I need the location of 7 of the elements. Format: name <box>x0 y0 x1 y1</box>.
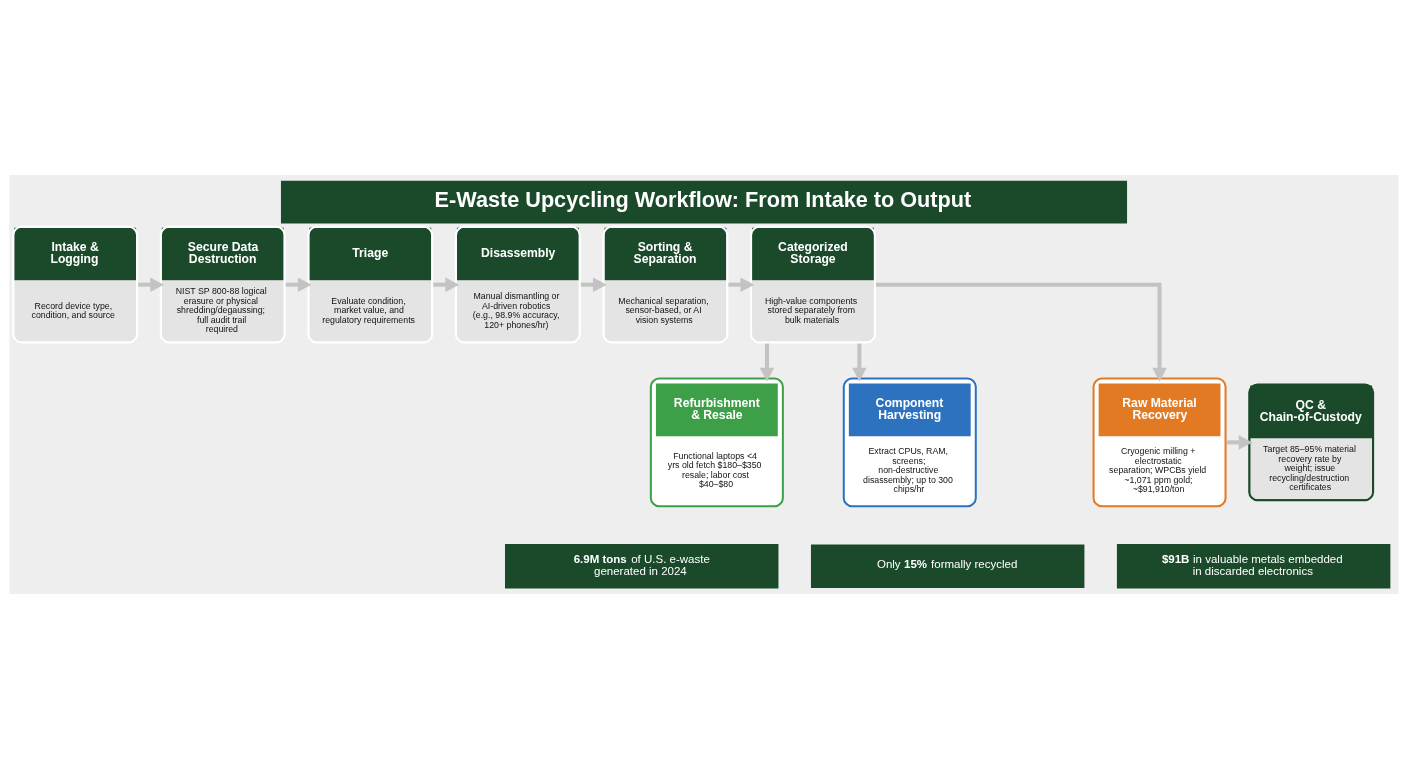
arrow <box>852 343 867 381</box>
arrow <box>875 282 1167 382</box>
label: Only 15% formally recycled <box>876 557 1018 570</box>
diagram-title: E-Waste Upcycling Workflow: From Intake to Output <box>434 186 972 212</box>
label: $91B in valuable metals embedded in discarded electronics <box>1161 552 1343 577</box>
label: 6.9M tons of U.S. e-waste generated in 2024 <box>573 552 710 577</box>
arrow <box>759 343 775 381</box>
